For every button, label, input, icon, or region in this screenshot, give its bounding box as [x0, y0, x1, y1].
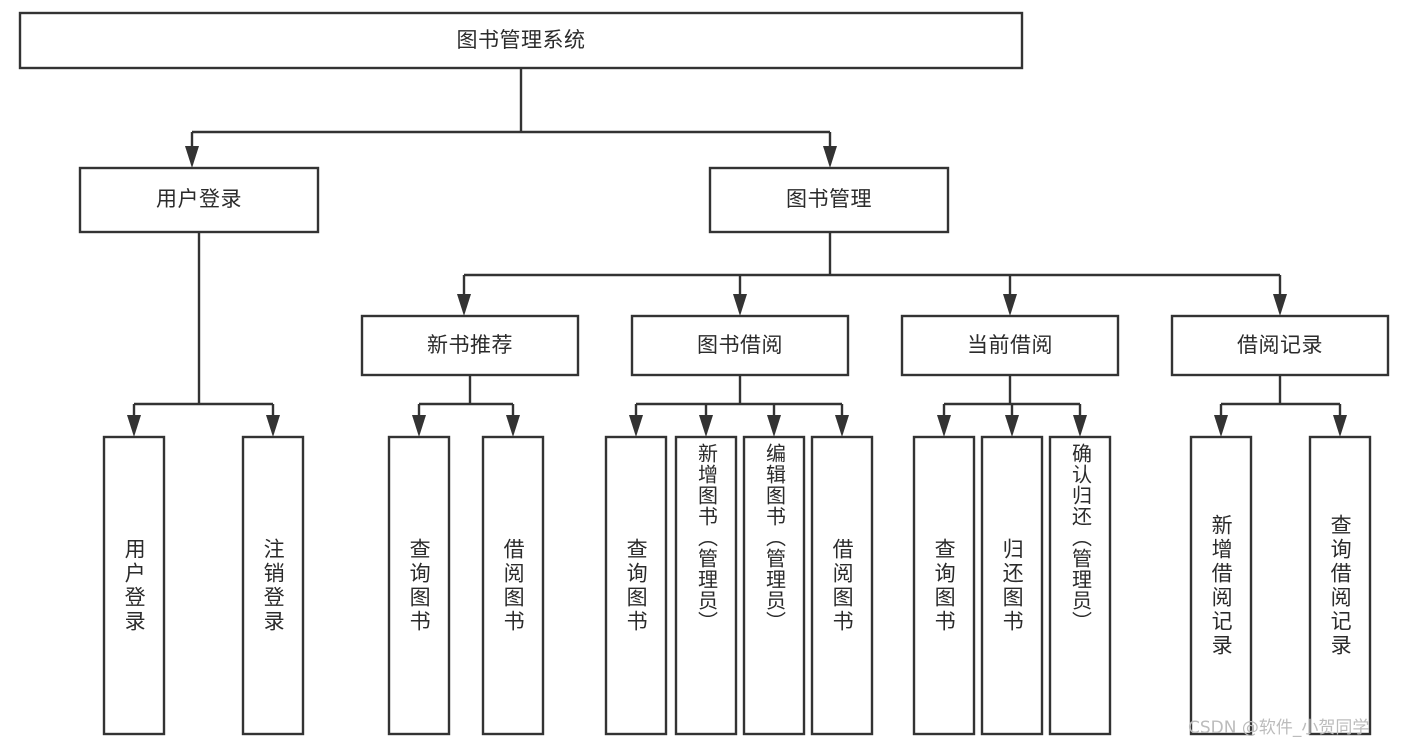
connector-group-borrow	[629, 375, 849, 437]
node-box-leaf-2	[241, 435, 305, 736]
node-box-leaf-4	[481, 435, 545, 736]
node-box-root	[18, 11, 1024, 70]
node-box-leaf-7	[742, 435, 806, 736]
node-box-leaf-3	[387, 435, 451, 736]
node-box-borrow	[630, 314, 850, 377]
node-box-records	[1170, 314, 1390, 377]
node-box-newbook	[360, 314, 580, 377]
node-box-leaf-13	[1308, 435, 1372, 736]
node-box-bookmgmt	[708, 166, 950, 234]
node-box-leaf-11	[1048, 435, 1112, 736]
node-box-leaf-5	[604, 435, 668, 736]
node-box-leaf-9	[912, 435, 976, 736]
node-box-leaf-6	[674, 435, 738, 736]
node-box-leaf-8	[810, 435, 874, 736]
connector-group-root	[185, 68, 837, 168]
node-box-leaf-1	[102, 435, 166, 736]
node-box-login	[78, 166, 320, 234]
connector-group-login	[127, 232, 280, 437]
node-box-leaf-12	[1189, 435, 1253, 736]
connector-group-bookmgmt	[457, 232, 1287, 316]
connector-group-newbook	[412, 375, 520, 437]
node-box-leaf-10	[980, 435, 1044, 736]
connector-group-records	[1214, 375, 1347, 437]
node-box-current	[900, 314, 1120, 377]
connector-group-current	[937, 375, 1087, 437]
